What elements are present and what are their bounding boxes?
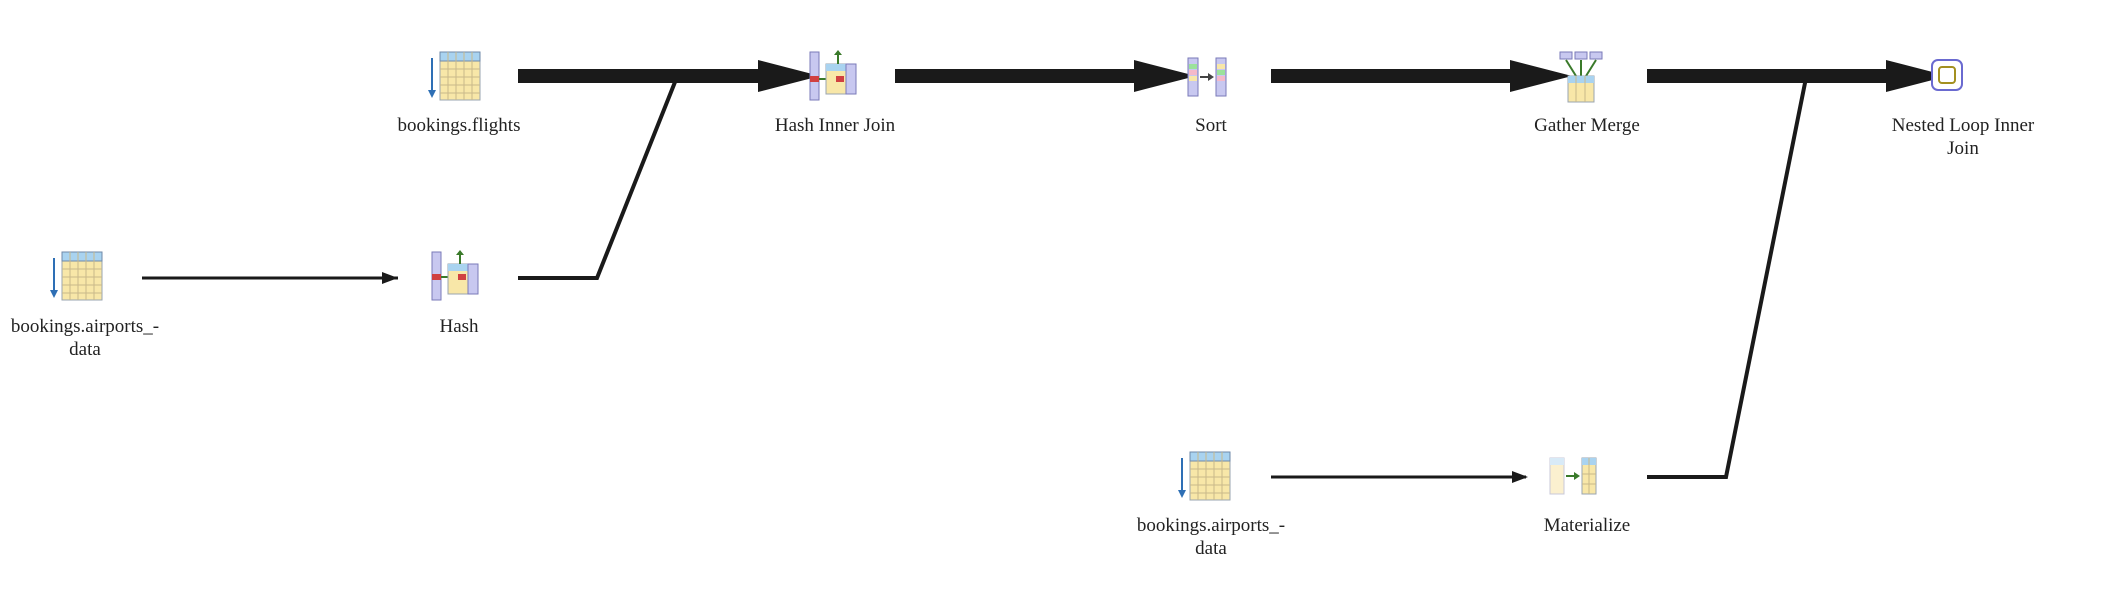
seq-scan-icon[interactable] <box>50 251 103 301</box>
node-label-nested-loop-inner-join: Nested Loop Inner Join <box>1891 115 2035 159</box>
node-label-airports-data: bookings.airports_- data <box>10 316 160 360</box>
edge-flights-to-hashjoin-arrowhead <box>758 60 820 92</box>
node-label-hash-inner-join: Hash Inner Join <box>774 115 896 136</box>
node-label-airports-data-2: bookings.airports_- data <box>1136 515 1286 559</box>
edge-airports-to-hash-arrowhead <box>382 272 398 284</box>
node-label-materialize: Materialize <box>1543 515 1631 536</box>
sort-icon[interactable] <box>1187 57 1227 97</box>
edge-hashjoin-to-sort-arrowhead <box>1134 60 1196 92</box>
materialize-icon[interactable] <box>1549 457 1597 495</box>
hash-icon[interactable] <box>431 250 479 301</box>
node-label-hash: Hash <box>439 316 479 337</box>
edge-materialize-to-nestloop <box>1647 76 1930 479</box>
edge-airports2-to-materialize-arrowhead <box>1512 471 1528 483</box>
gather-merge-icon[interactable] <box>1559 51 1603 103</box>
node-label-gather-merge: Gather Merge <box>1534 115 1640 136</box>
hash-join-icon[interactable] <box>809 50 857 101</box>
seq-scan-icon[interactable] <box>1178 451 1231 501</box>
node-label-sort: Sort <box>1195 115 1227 136</box>
edge-sort-to-gather-arrowhead <box>1510 60 1572 92</box>
nested-loop-icon[interactable] <box>1931 59 1963 91</box>
seq-scan-icon[interactable] <box>428 51 481 101</box>
edge-hash-to-hashjoin <box>518 75 800 280</box>
node-label-flights: bookings.flights <box>397 115 521 136</box>
